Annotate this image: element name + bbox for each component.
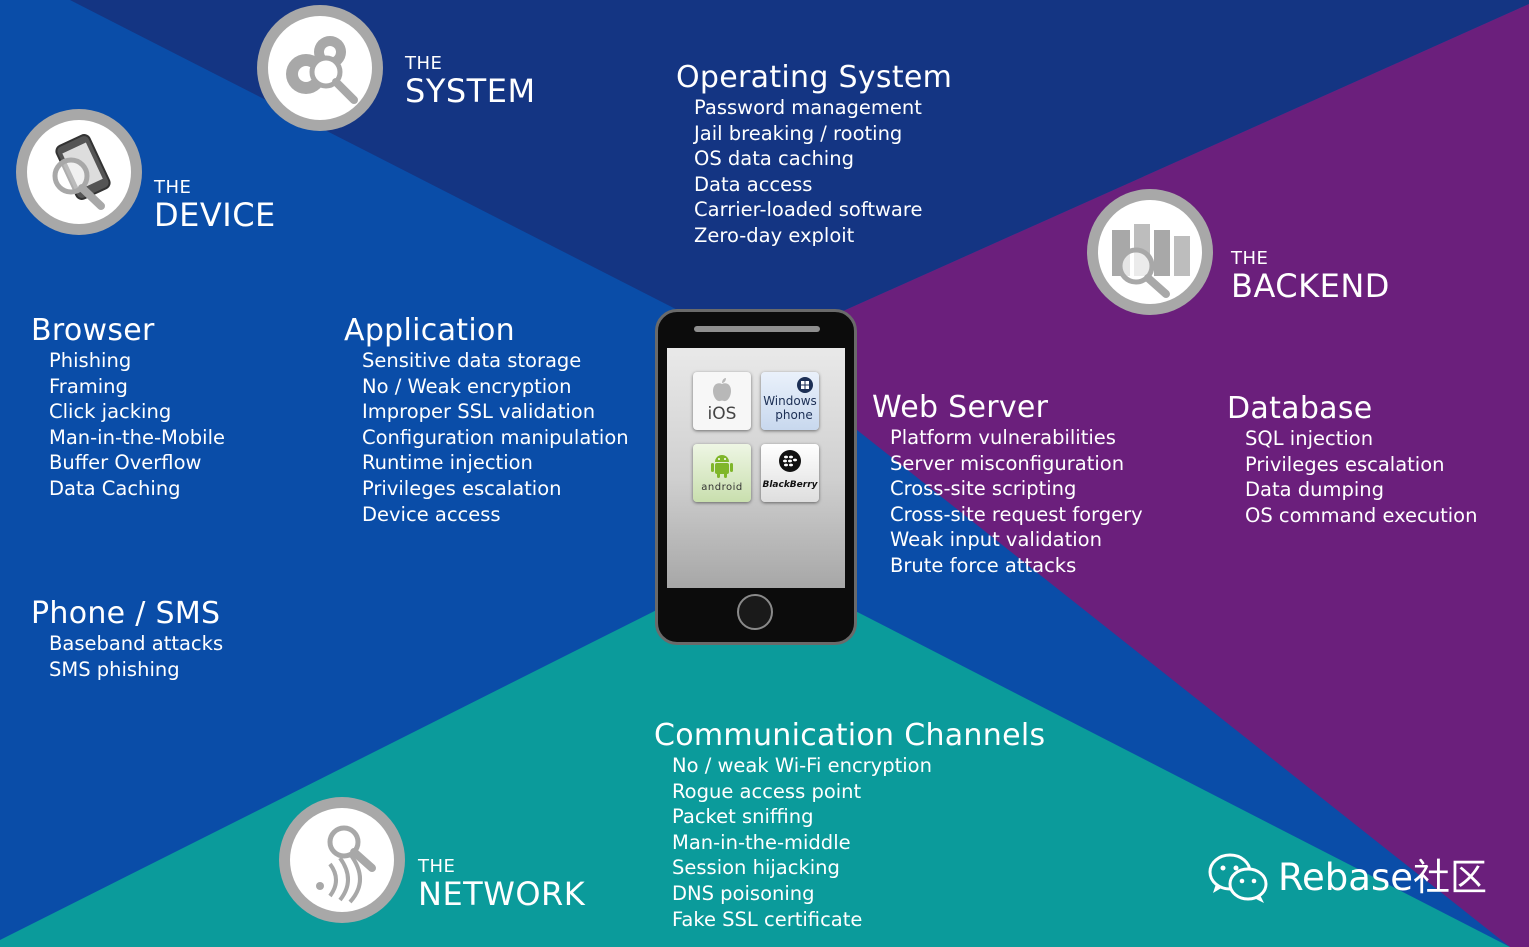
operating-system-heading: Operating System: [676, 60, 953, 95]
windows-phone-label: phone: [775, 408, 813, 422]
list-item: Man-in-the-middle: [672, 830, 851, 854]
browser-section: Browser Phishing Framing Click jacking M…: [31, 314, 225, 502]
database-list: SQL injection Privileges escalation Data…: [1227, 426, 1477, 528]
gears-magnifier-icon: [286, 36, 358, 104]
phone-sms-section: Phone / SMS Baseband attacks SMS phishin…: [31, 597, 223, 682]
blackberry-label: BlackBerry: [762, 480, 818, 490]
list-item: SMS phishing: [49, 657, 180, 681]
list-item: Privileges escalation: [362, 476, 562, 500]
list-item: Runtime injection: [362, 451, 533, 475]
list-item: Improper SSL validation: [362, 400, 596, 424]
phone-home-button: [737, 594, 773, 630]
list-item: Cross-site request forgery: [890, 502, 1143, 526]
database-section: Database SQL injection Privileges escala…: [1227, 392, 1477, 528]
communication-heading: Communication Channels: [654, 718, 1046, 753]
web-server-list: Platform vulnerabilities Server misconfi…: [872, 425, 1143, 579]
device-title: THE DEVICE: [154, 177, 276, 234]
list-item: Framing: [49, 374, 128, 398]
blackberry-app: BlackBerry: [761, 444, 819, 502]
list-item: Baseband attacks: [49, 632, 224, 655]
application-list: Sensitive data storage No / Weak encrypt…: [344, 348, 629, 527]
list-item: Platform vulnerabilities: [890, 426, 1116, 449]
list-item: Phishing: [49, 349, 132, 372]
list-item: Server misconfiguration: [890, 451, 1125, 475]
apple-icon: [713, 378, 731, 402]
phone-speaker: [694, 326, 820, 332]
application-heading: Application: [344, 313, 515, 348]
web-server-section: Web Server Platform vulnerabilities Serv…: [872, 391, 1143, 579]
android-app: android: [693, 444, 751, 502]
browser-list: Phishing Framing Click jacking Man-in-th…: [31, 348, 225, 502]
phone-sms-list: Baseband attacks SMS phishing: [31, 631, 223, 682]
list-item: SQL injection: [1245, 427, 1374, 450]
phone-magnifier-icon: [52, 134, 111, 210]
operating-system-section: Operating System Password management Jai…: [676, 61, 952, 249]
list-item: Fake SSL certificate: [672, 907, 863, 931]
center-phone: iOS Windows phone android: [655, 309, 857, 645]
list-item: Rogue access point: [672, 779, 862, 803]
signal-magnifier-icon: [316, 825, 376, 904]
android-robot-icon: [711, 455, 733, 478]
ios-label: iOS: [707, 404, 737, 424]
blackberry-icon: [779, 450, 801, 472]
communication-section: Communication Channels No / weak Wi-Fi e…: [654, 719, 1045, 932]
servers-magnifier-icon: [1112, 224, 1190, 298]
brand-text: Rebase社区: [1278, 856, 1488, 899]
android-label: android: [701, 482, 743, 493]
list-item: Data Caching: [49, 476, 181, 500]
list-item: Data access: [694, 172, 813, 196]
list-item: OS command execution: [1245, 503, 1478, 527]
backend-title: THE BACKEND: [1231, 248, 1390, 305]
list-item: Data dumping: [1245, 478, 1385, 502]
list-item: Weak input validation: [890, 528, 1102, 552]
list-item: Device access: [362, 502, 501, 526]
list-item: Jail breaking / rooting: [694, 121, 903, 145]
list-item: Carrier-loaded software: [694, 198, 923, 222]
web-server-heading: Web Server: [872, 390, 1049, 425]
wechat-icon: [1208, 853, 1268, 903]
list-item: Click jacking: [49, 400, 172, 424]
list-item: Cross-site scripting: [890, 477, 1077, 501]
ios-app: iOS: [693, 372, 751, 430]
list-item: Privileges escalation: [1245, 452, 1445, 476]
backend-sector: [756, 4, 1529, 947]
device-badge: [16, 109, 142, 235]
backend-badge: [1087, 189, 1213, 315]
windows-flag-icon: [797, 377, 813, 393]
operating-system-list: Password management Jail breaking / root…: [676, 95, 952, 249]
list-item: Configuration manipulation: [362, 425, 629, 449]
phone-sms-heading: Phone / SMS: [31, 596, 221, 631]
network-title: THE NETWORK: [418, 856, 586, 913]
list-item: Buffer Overflow: [49, 451, 202, 475]
windows-label: Windows: [763, 394, 817, 408]
windows-phone-app: Windows phone: [761, 372, 819, 430]
phone-screen: iOS Windows phone android: [667, 348, 845, 588]
system-badge: [257, 5, 383, 131]
network-badge: [279, 797, 405, 923]
list-item: Packet sniffing: [672, 805, 814, 829]
list-item: No / weak Wi-Fi encryption: [672, 754, 932, 777]
browser-heading: Browser: [31, 313, 155, 348]
list-item: Man-in-the-Mobile: [49, 425, 225, 449]
system-title: THE SYSTEM: [405, 53, 536, 110]
list-item: Brute force attacks: [890, 553, 1077, 577]
list-item: No / Weak encryption: [362, 374, 572, 398]
list-item: Sensitive data storage: [362, 349, 582, 372]
list-item: Password management: [694, 96, 922, 119]
communication-list: No / weak Wi-Fi encryption Rogue access …: [654, 753, 1045, 932]
list-item: DNS poisoning: [672, 881, 815, 905]
list-item: Zero-day exploit: [694, 223, 855, 247]
database-heading: Database: [1227, 391, 1373, 426]
list-item: OS data caching: [694, 147, 854, 171]
list-item: Session hijacking: [672, 856, 840, 880]
application-section: Application Sensitive data storage No / …: [344, 314, 629, 527]
system-sector: [70, 0, 1529, 350]
